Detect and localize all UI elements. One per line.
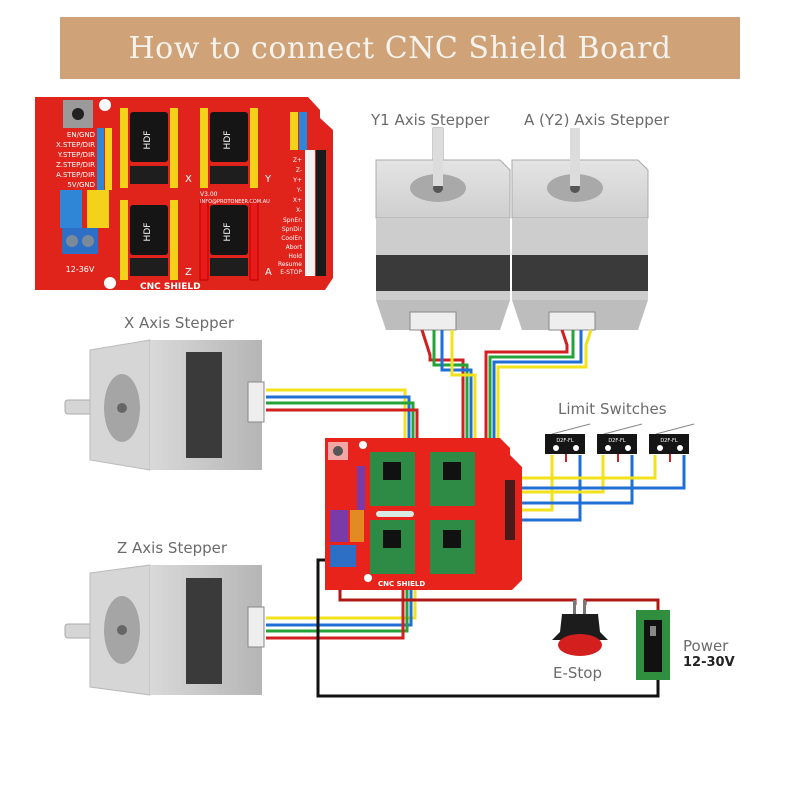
cnc-shield-board: CNC SHIELD (325, 438, 522, 590)
svg-text:HDF: HDF (223, 131, 233, 150)
z-axis-stepper-motor (64, 564, 265, 696)
svg-text:HDF: HDF (223, 223, 233, 242)
stepper-driver-x (370, 452, 415, 506)
svg-text:CNC SHIELD: CNC SHIELD (378, 580, 425, 588)
y1-axis-stepper-motor (375, 127, 511, 331)
y1-stepper-label: Y1 Axis Stepper (371, 111, 490, 129)
estop-label: E-Stop (553, 664, 602, 682)
svg-text:Hold: Hold (288, 253, 302, 260)
power-jack (636, 610, 670, 680)
page-title: How to connect CNC Shield Board (128, 30, 672, 66)
limit-switch-3: D2F-FL (649, 423, 695, 462)
svg-text:Y.STEP/DIR: Y.STEP/DIR (57, 151, 95, 159)
wire-a-blue (492, 330, 583, 484)
estop-button (552, 600, 608, 656)
svg-text:12-36V: 12-36V (66, 265, 95, 274)
x-stepper-label: X Axis Stepper (124, 314, 235, 332)
wire-a-red (484, 329, 569, 480)
stepper-driver-z (370, 520, 415, 574)
driver-socket-z: HDF Z (120, 200, 192, 280)
svg-text:Y: Y (264, 174, 272, 185)
wire-a-yellow (496, 329, 593, 486)
title-banner: How to connect CNC Shield Board (60, 17, 740, 79)
wire-limit-2-yellow (505, 455, 605, 494)
power-voltage-label: 12-30V (683, 655, 735, 670)
wire-limit-3-yellow (505, 455, 657, 480)
cnc-shield-photo: EN/GND X.STEP/DIR Y.STEP/DIR Z.STEP/DIR … (35, 97, 333, 292)
svg-text:SpnDir: SpnDir (282, 226, 303, 233)
svg-text:Y+: Y+ (292, 177, 302, 184)
svg-text:A: A (265, 267, 272, 278)
svg-text:Resume: Resume (278, 261, 302, 268)
svg-text:A.STEP/DIR: A.STEP/DIR (56, 171, 95, 179)
wire-a-green (488, 330, 575, 482)
limit-switch-1: D2F-FL (545, 423, 591, 462)
wire-limit-3-blue (505, 455, 686, 490)
shield-right-labels: Z+ Z- Y+ Y- X+ X- SpnEn SpnDir CoolEn Ab… (278, 157, 303, 276)
svg-text:INFO@PROTONEER.COM.AU: INFO@PROTONEER.COM.AU (200, 199, 270, 205)
x-axis-stepper-motor (64, 339, 265, 471)
driver-socket-y: HDF Y (200, 108, 272, 188)
svg-text:X+: X+ (293, 197, 302, 204)
svg-text:X.STEP/DIR: X.STEP/DIR (56, 141, 95, 149)
svg-text:Z: Z (185, 267, 192, 278)
svg-text:Z+: Z+ (293, 157, 302, 164)
svg-text:HDF: HDF (143, 131, 153, 150)
stepper-driver-y (430, 452, 475, 506)
svg-text:Z-: Z- (296, 167, 302, 174)
svg-text:EN/GND: EN/GND (67, 131, 95, 139)
svg-text:CNC SHIELD: CNC SHIELD (140, 282, 201, 292)
svg-text:X-: X- (296, 207, 302, 214)
a-axis-stepper-motor (511, 128, 649, 331)
power-label: Power (683, 637, 729, 655)
driver-socket-a: HDF A (199, 199, 272, 281)
svg-text:Y-: Y- (296, 187, 302, 194)
svg-text:X: X (185, 174, 192, 185)
svg-text:V3.00: V3.00 (200, 191, 218, 198)
svg-text:E-STOP: E-STOP (280, 269, 302, 276)
limit-switches-label: Limit Switches (558, 400, 667, 418)
wire-limit-2-blue (505, 455, 634, 505)
driver-socket-x: HDF X (120, 108, 192, 188)
svg-text:SpnEn: SpnEn (283, 217, 302, 224)
svg-text:Z.STEP/DIR: Z.STEP/DIR (56, 161, 95, 169)
z-stepper-label: Z Axis Stepper (117, 539, 228, 557)
svg-text:CoolEn: CoolEn (281, 235, 302, 242)
limit-switch-2: D2F-FL (597, 423, 643, 462)
wire-y1-red (420, 329, 465, 532)
svg-text:HDF: HDF (143, 223, 153, 242)
svg-text:D2F-FL: D2F-FL (660, 438, 678, 444)
shield-left-labels: EN/GND X.STEP/DIR Y.STEP/DIR Z.STEP/DIR … (56, 131, 95, 189)
svg-text:D2F-FL: D2F-FL (608, 438, 626, 444)
svg-text:5V/GND: 5V/GND (67, 181, 95, 189)
svg-text:D2F-FL: D2F-FL (556, 438, 574, 444)
a-stepper-label: A (Y2) Axis Stepper (524, 111, 670, 129)
svg-text:Abort: Abort (286, 244, 303, 251)
stepper-driver-a (430, 520, 475, 574)
wire-power-black (316, 558, 660, 698)
